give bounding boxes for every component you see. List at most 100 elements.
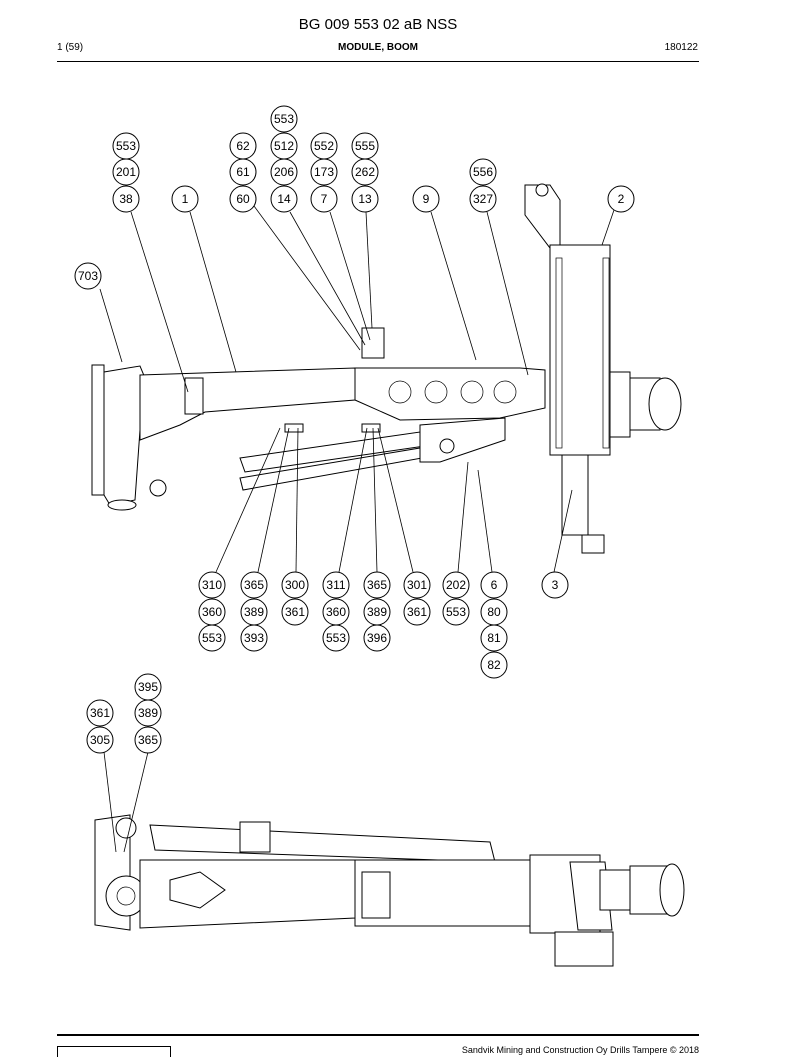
- callout-201: 201: [112, 158, 140, 186]
- header-rule: [57, 61, 699, 62]
- callout-553: 553: [198, 624, 226, 652]
- svg-text:389: 389: [367, 605, 387, 619]
- callout-389: 389: [134, 699, 162, 727]
- svg-text:395: 395: [138, 680, 158, 694]
- callout-6: 6: [480, 571, 508, 599]
- callout-395: 395: [134, 673, 162, 701]
- boom-head: [354, 367, 546, 421]
- svg-text:553: 553: [274, 112, 294, 126]
- svg-text:9: 9: [423, 192, 430, 206]
- top-cylinder-head: [239, 821, 271, 853]
- callout-553: 553: [270, 105, 298, 133]
- callout-365: 365: [134, 726, 162, 754]
- svg-text:311: 311: [326, 578, 345, 592]
- page-number: 1 (59): [57, 42, 84, 53]
- rotation-housing: [609, 371, 631, 438]
- callout-396: 396: [363, 624, 391, 652]
- callouts-lower: 310 360 553 365 389 393 300 361 311 360 …: [198, 571, 569, 679]
- top-feed-base: [554, 931, 614, 967]
- svg-text:305: 305: [90, 733, 110, 747]
- svg-text:389: 389: [244, 605, 264, 619]
- svg-text:38: 38: [119, 192, 133, 206]
- feed-end: [581, 534, 605, 554]
- svg-text:553: 553: [202, 631, 222, 645]
- callout-202: 202: [442, 571, 470, 599]
- boom-beam: [139, 367, 356, 441]
- leader-lines-upper: [99, 205, 615, 393]
- hose-clamp-left: [284, 423, 304, 433]
- svg-text:365: 365: [244, 578, 264, 592]
- callout-310: 310: [198, 571, 226, 599]
- callout-2: 2: [607, 185, 635, 213]
- feed-lower-section: [561, 454, 589, 536]
- svg-text:360: 360: [202, 605, 222, 619]
- callout-553: 553: [112, 132, 140, 160]
- callout-703: 703: [74, 262, 102, 290]
- callout-81: 81: [480, 624, 508, 652]
- svg-text:14: 14: [277, 192, 291, 206]
- svg-text:13: 13: [358, 192, 372, 206]
- svg-text:365: 365: [367, 578, 387, 592]
- hose-clamp-right: [361, 423, 381, 433]
- document-number: BG 009 553 02 aB NSS: [298, 16, 458, 33]
- svg-text:7: 7: [321, 192, 328, 206]
- svg-text:393: 393: [244, 631, 264, 645]
- callout-1: 1: [171, 185, 199, 213]
- svg-text:82: 82: [487, 658, 501, 672]
- callout-80: 80: [480, 598, 508, 626]
- svg-text:6: 6: [491, 578, 498, 592]
- callout-512: 512: [270, 132, 298, 160]
- callout-38: 38: [112, 185, 140, 213]
- callout-9: 9: [412, 185, 440, 213]
- callout-360: 360: [198, 598, 226, 626]
- boom-side-view: [91, 183, 682, 554]
- svg-text:80: 80: [487, 605, 501, 619]
- svg-text:512: 512: [274, 139, 294, 153]
- svg-text:202: 202: [446, 578, 466, 592]
- callout-82: 82: [480, 651, 508, 679]
- callout-60: 60: [229, 185, 257, 213]
- feed-beam: [549, 244, 611, 456]
- callout-7: 7: [310, 185, 338, 213]
- callout-553: 553: [322, 624, 350, 652]
- lower-pivot: [149, 479, 167, 497]
- document-date: 180122: [664, 42, 698, 53]
- rear-mount-plate: [91, 364, 105, 496]
- callouts-upper: 553 201 38 1 62 61 60 553 512 206 14 552…: [74, 105, 635, 290]
- company-logo: [57, 1046, 171, 1057]
- callout-361: 361: [403, 598, 431, 626]
- svg-text:327: 327: [473, 192, 493, 206]
- svg-text:361: 361: [407, 605, 427, 619]
- callout-3: 3: [541, 571, 569, 599]
- callout-301: 301: [403, 571, 431, 599]
- leader-lines-lower: [215, 427, 573, 573]
- svg-text:173: 173: [314, 165, 334, 179]
- svg-text:703: 703: [78, 269, 98, 283]
- svg-text:555: 555: [355, 139, 375, 153]
- boom-bracket: [184, 377, 204, 415]
- leader-lines-second-view: [103, 751, 149, 853]
- callout-365: 365: [363, 571, 391, 599]
- svg-text:310: 310: [202, 578, 222, 592]
- callout-14: 14: [270, 185, 298, 213]
- svg-text:60: 60: [236, 192, 250, 206]
- callout-311: 311: [322, 571, 350, 599]
- svg-text:553: 553: [326, 631, 346, 645]
- callouts-second-view: 395 389 365 361 305: [86, 673, 162, 754]
- svg-text:301: 301: [407, 578, 427, 592]
- svg-text:2: 2: [618, 192, 625, 206]
- callout-262: 262: [351, 158, 379, 186]
- callout-553: 553: [442, 598, 470, 626]
- callout-393: 393: [240, 624, 268, 652]
- callout-206: 206: [270, 158, 298, 186]
- svg-text:81: 81: [487, 631, 501, 645]
- callout-361: 361: [86, 699, 114, 727]
- top-boom-cutout: [169, 871, 226, 909]
- callout-13: 13: [351, 185, 379, 213]
- callout-552: 552: [310, 132, 338, 160]
- svg-text:201: 201: [116, 165, 136, 179]
- svg-text:360: 360: [326, 605, 346, 619]
- top-lift-cylinder: [149, 824, 496, 863]
- callout-555: 555: [351, 132, 379, 160]
